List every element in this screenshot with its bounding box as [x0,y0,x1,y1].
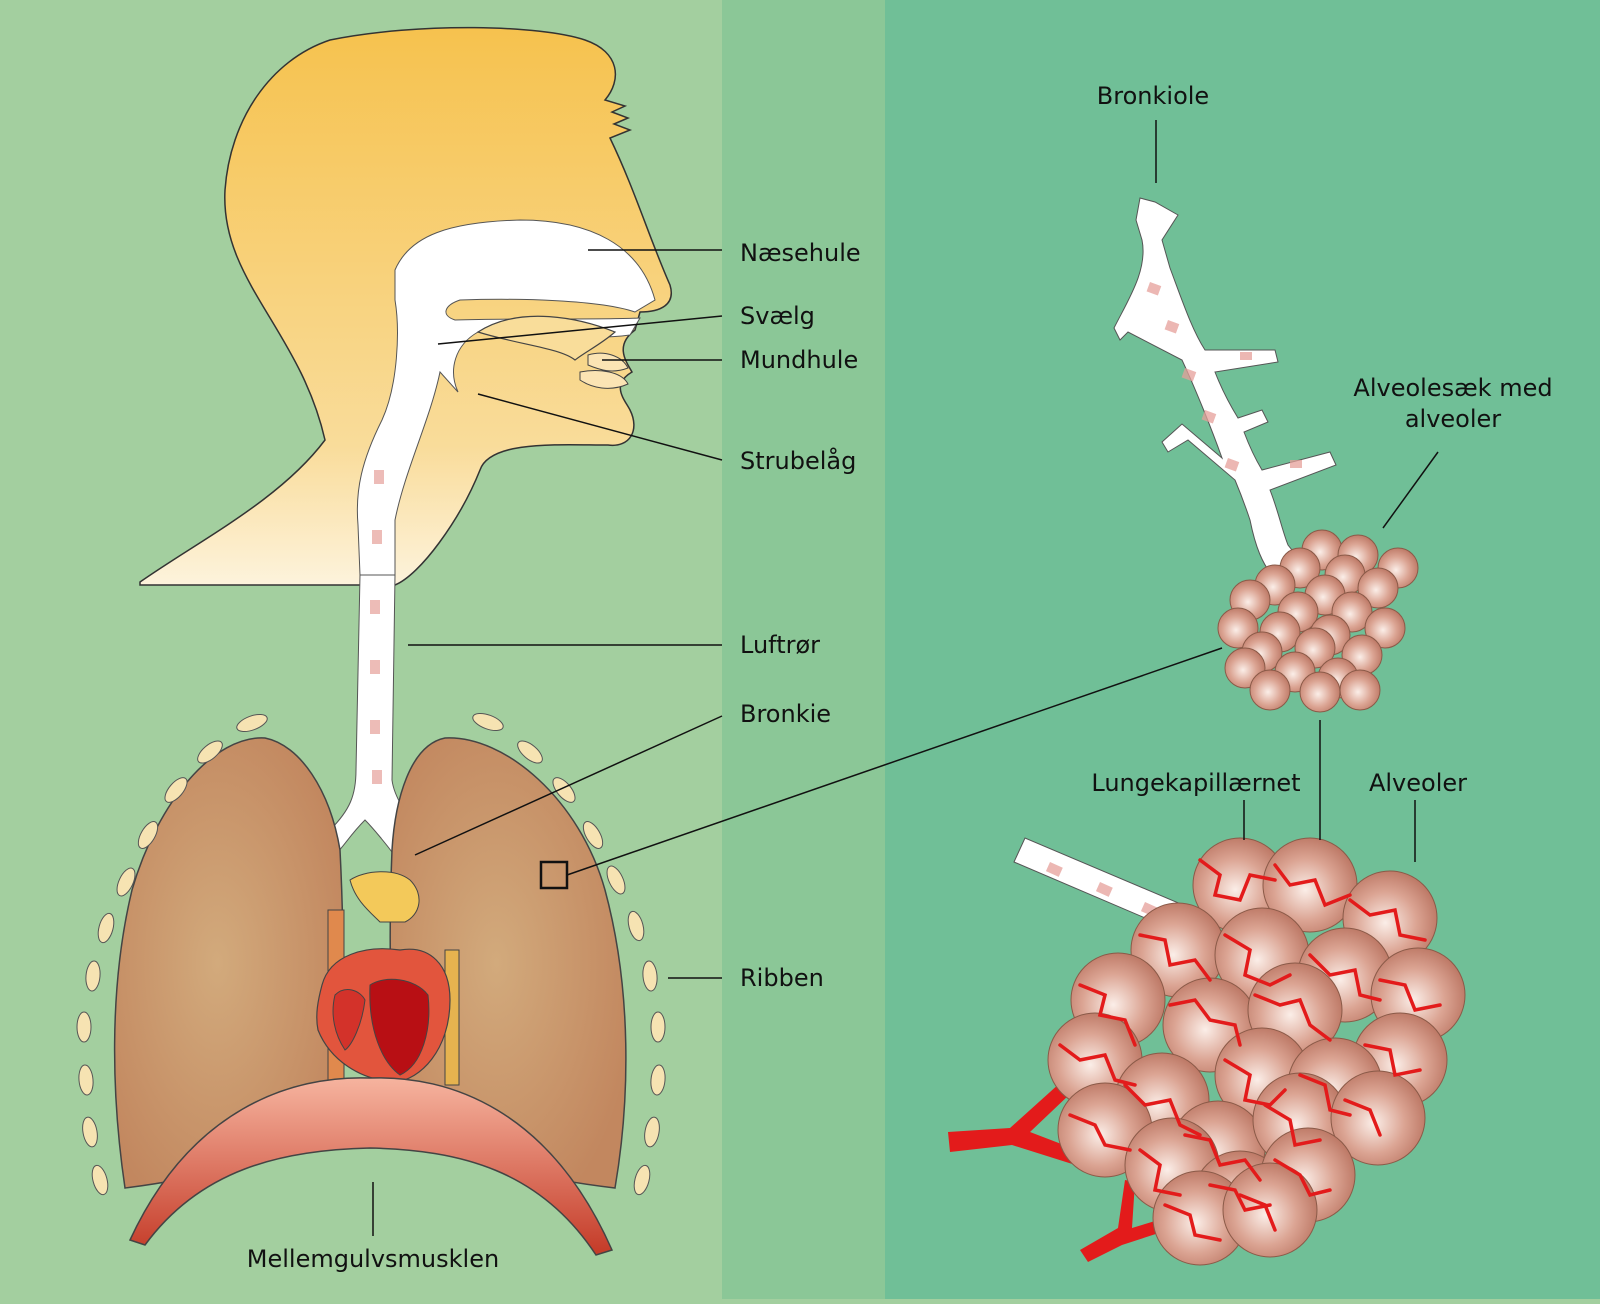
label-epiglottis: Strubelåg [740,446,856,475]
label-nasal-cavity: Næsehule [740,239,861,267]
head-illustration [139,26,672,586]
alveoli-spheres [1047,837,1466,1266]
panel-middle [722,0,885,1299]
label-bronchus: Bronkie [740,700,831,728]
label-bronchiole: Bronkiole [1097,82,1209,110]
heart-illustration [316,871,460,1086]
label-capillary-network: Lungekapillærnet [1091,769,1300,797]
capillary-network [1058,858,1442,1242]
label-alveolar-sac-line2: alveoler [1405,405,1501,433]
alveoli-cluster-illustration [948,837,1466,1266]
leader-lines [372,120,1439,1236]
label-oral-cavity: Mundhule [740,346,858,374]
label-ribs: Ribben [740,964,824,992]
label-alveoli: Alveoler [1369,769,1467,797]
alveolar-sac [1217,529,1419,713]
label-trachea: Luftrør [740,631,820,659]
blood-vessel-upper [948,1065,1090,1168]
ribs [76,712,666,1196]
label-pharynx: Svælg [740,302,815,330]
bronchiole-stripes [1146,281,1302,472]
label-diaphragm: Mellemgulvsmusklen [247,1245,499,1273]
tongue-outline [476,315,617,361]
lips-outline [579,352,629,389]
label-alveolar-sac-line1: Alveolesæk med [1353,374,1552,402]
diaphragm [128,1077,614,1256]
blood-vessel-lower [1080,1180,1168,1262]
trachea-cartilage-stripes [370,470,384,784]
